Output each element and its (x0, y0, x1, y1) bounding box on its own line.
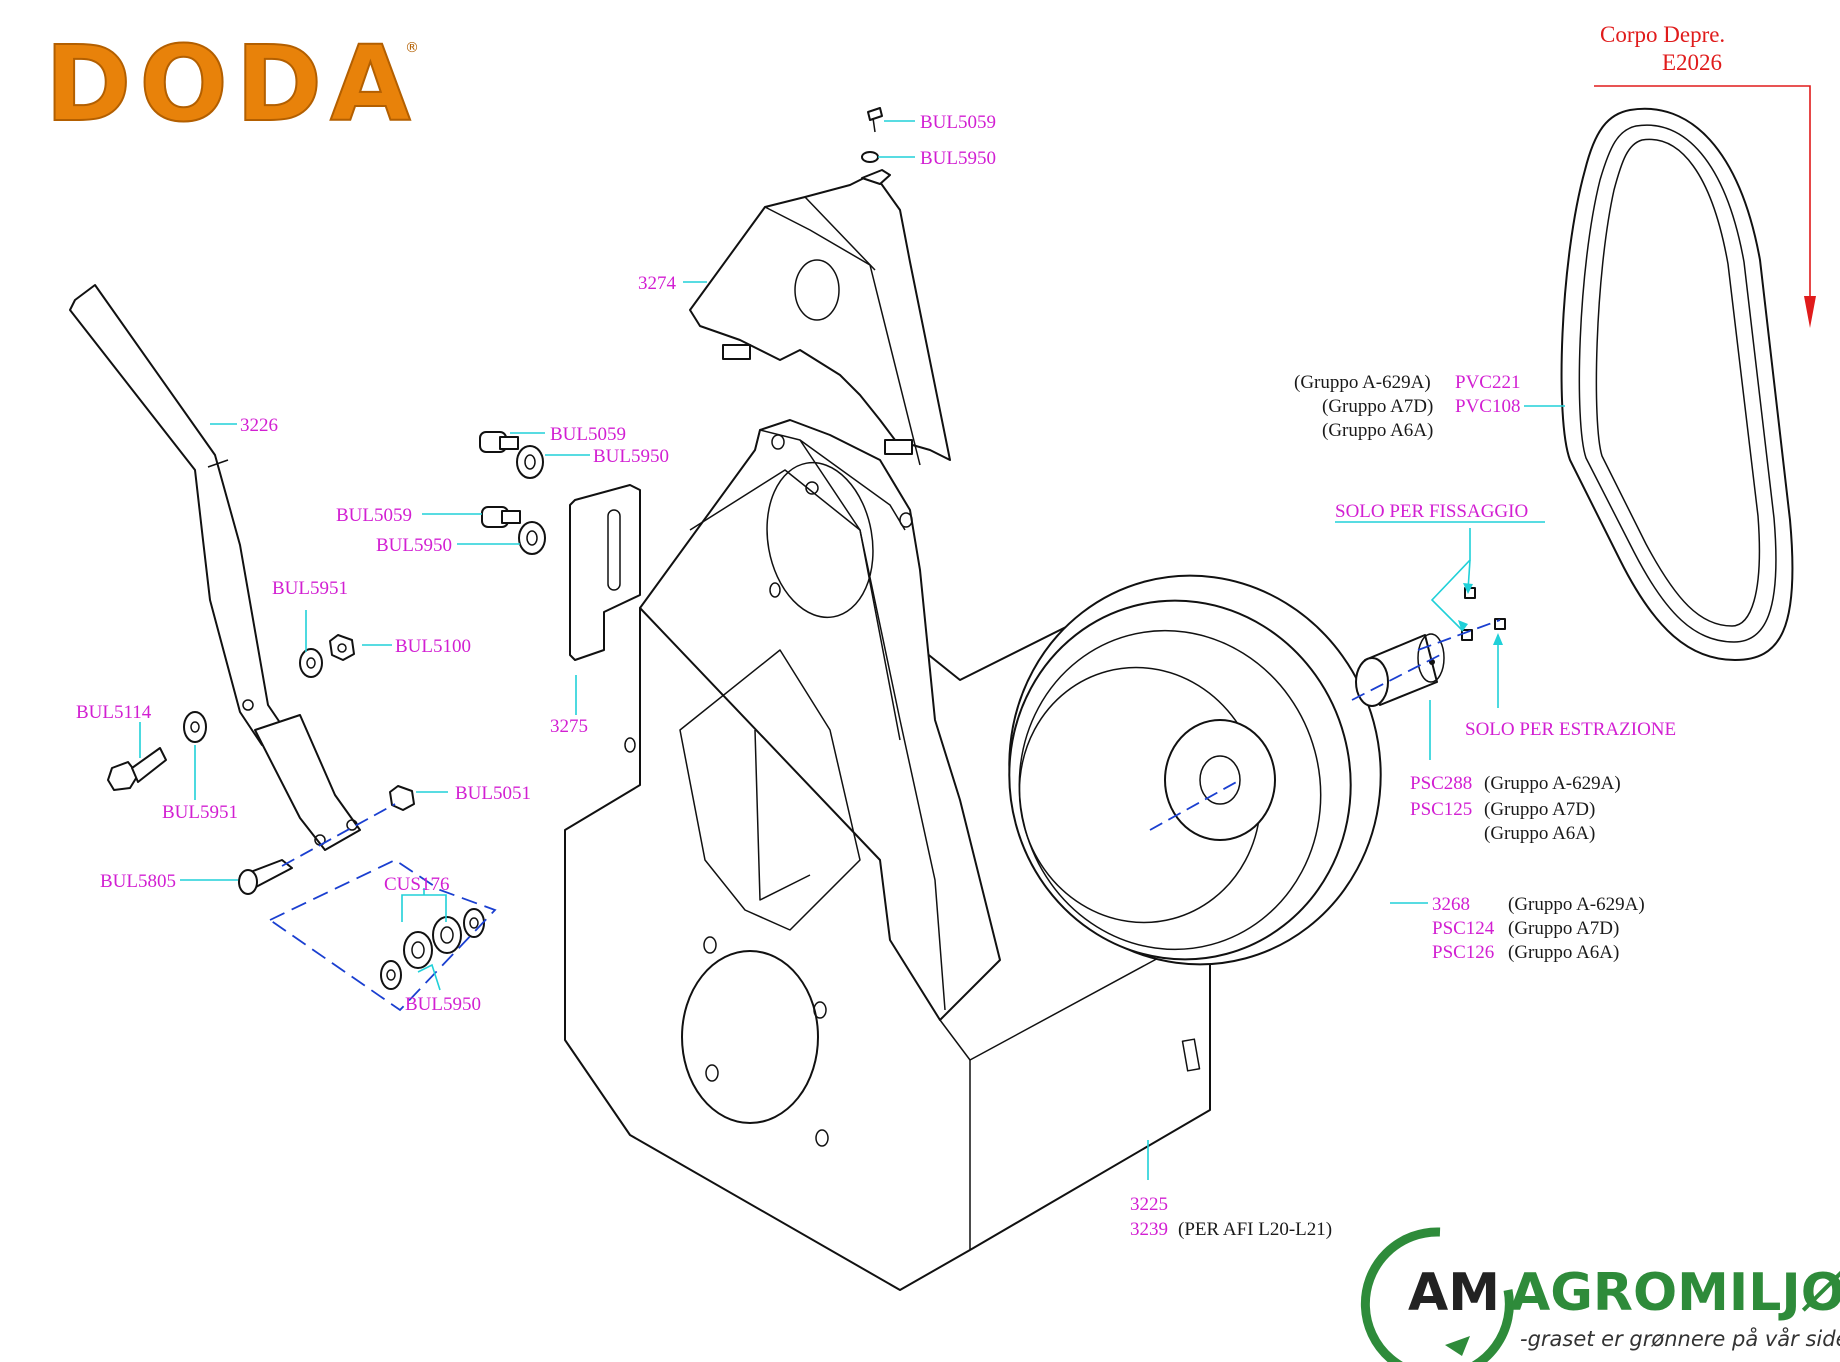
red-arrow-head (1804, 296, 1816, 328)
top-cover (689, 107, 951, 466)
label-3274: 3274 (638, 273, 677, 294)
corner-note: Corpo Depre. E2026 (1594, 22, 1816, 328)
label-psc288: PSC288 (1410, 773, 1472, 794)
fix-arrow-head-2 (1463, 583, 1473, 594)
psc-group-3: (Gruppo A6A) (1484, 823, 1595, 844)
bearing-stack (380, 908, 485, 990)
label-bul5951-b: BUL5951 (162, 802, 238, 823)
label-bul5100: BUL5100 (395, 636, 471, 657)
label-bul5059-b: BUL5059 (336, 505, 412, 526)
hardware-set-left (107, 634, 415, 895)
label-bul5059-a: BUL5059 (550, 424, 626, 445)
psc-group-2: (Gruppo A7D) (1484, 799, 1595, 820)
assembly-axes (268, 619, 1501, 1012)
label-solo-estrazione: SOLO PER ESTRAZIONE (1465, 719, 1676, 740)
label-3239: 3239 (1130, 1219, 1168, 1240)
pulley-group-2: (Gruppo A7D) (1508, 918, 1619, 939)
corner-note-line1: Corpo Depre. (1600, 22, 1725, 47)
registered-mark: ® (405, 40, 419, 56)
label-bul5950-b: BUL5950 (376, 535, 452, 556)
recycle-arrow (1445, 1336, 1470, 1356)
label-bul5950-c: BUL5950 (405, 994, 481, 1015)
adjust-plate (569, 484, 641, 661)
label-cus176: CUS176 (384, 874, 449, 895)
extract-arrow-head (1493, 633, 1503, 645)
doda-logo-text: DODA (45, 23, 419, 145)
label-bul5059-top: BUL5059 (920, 112, 996, 133)
leader-lines (139, 120, 1565, 1180)
label-3225: 3225 (1130, 1194, 1168, 1215)
label-pvc221: PVC221 (1455, 372, 1520, 393)
label-psc124: PSC124 (1432, 918, 1495, 939)
lever-arm (69, 284, 361, 851)
label-bul5950-a: BUL5950 (593, 446, 669, 467)
corner-note-line2: E2026 (1662, 50, 1722, 75)
red-arrow-line (1594, 85, 1811, 318)
label-solo-fissaggio: SOLO PER FISSAGGIO (1335, 501, 1528, 522)
pulley (1008, 574, 1382, 966)
pulley-bushing (1355, 587, 1506, 707)
label-bul5950-top: BUL5950 (920, 148, 996, 169)
label-3275: 3275 (550, 716, 588, 737)
label-psc126: PSC126 (1432, 942, 1494, 963)
agromiljo-name: AGROMILJØ (1510, 1263, 1840, 1323)
belt-group-2: (Gruppo A7D) (1322, 396, 1433, 417)
label-bul5951-a: BUL5951 (272, 578, 348, 599)
label-pvc108: PVC108 (1455, 396, 1520, 417)
hardware-set-upper (479, 431, 546, 555)
pulley-group-1: (Gruppo A-629A) (1508, 894, 1645, 915)
label-bul5805: BUL5805 (100, 871, 176, 892)
pulley-group-3: (Gruppo A6A) (1508, 942, 1619, 963)
label-3226: 3226 (240, 415, 278, 436)
agromiljo-initials: AM (1408, 1263, 1500, 1323)
belt-group-1: (Gruppo A-629A) (1294, 372, 1431, 393)
doda-logo: DODA ® (44, 22, 419, 146)
v-belt (1560, 107, 1794, 661)
recycle-ring (1360, 1227, 1514, 1362)
fix-arrow-head-1 (1458, 620, 1468, 632)
psc-group-1: (Gruppo A-629A) (1484, 773, 1621, 794)
part-labels: BUL5059 BUL5950 3274 3226 BUL5059 BUL595… (76, 112, 1676, 1240)
agromiljo-tagline: -graset er grønnere på vår side! (1520, 1326, 1840, 1351)
label-psc125: PSC125 (1410, 799, 1472, 820)
label-3239-note: (PER AFI L20-L21) (1178, 1219, 1332, 1240)
agromiljo-logo: AM AGROMILJØ -graset er grønnere på vår … (1360, 1227, 1840, 1362)
label-3268: 3268 (1432, 894, 1470, 915)
label-bul5114: BUL5114 (76, 702, 152, 723)
belt-group-3: (Gruppo A6A) (1322, 420, 1433, 441)
label-bul5051: BUL5051 (455, 783, 531, 804)
